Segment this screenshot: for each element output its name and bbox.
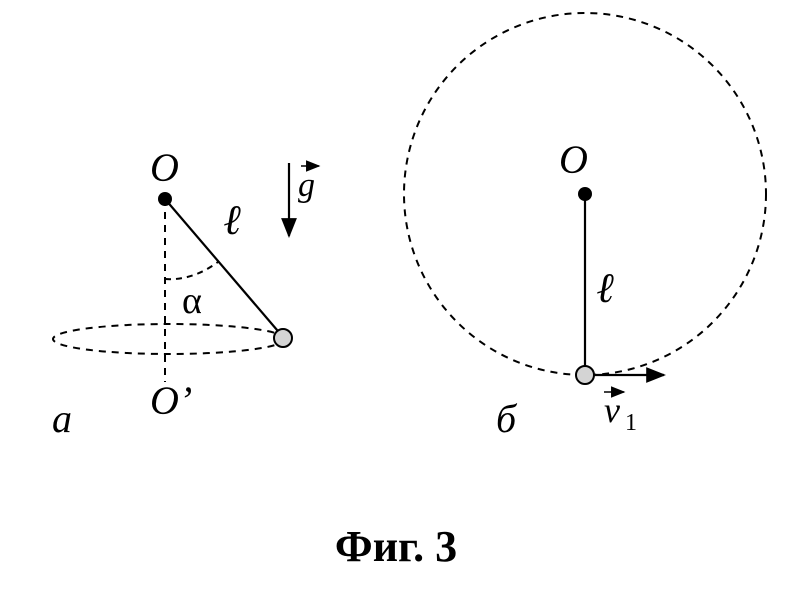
pendulum-string [164, 198, 284, 338]
pendulum-bob [273, 328, 293, 348]
velocity-v-label: v [604, 390, 620, 430]
panel-b: O ℓ v 1 б [403, 12, 767, 441]
point-o-label: O [150, 145, 179, 190]
length-l-label: ℓ [224, 198, 242, 244]
center-point [578, 187, 592, 201]
panel-b-label: б [496, 396, 518, 441]
gravity-g-label: g [298, 167, 315, 204]
angle-alpha-label: α [182, 280, 202, 322]
panel-a-label: а [52, 396, 72, 441]
pivot-point [158, 192, 172, 206]
velocity-subscript: 1 [625, 410, 637, 436]
length-l-label-b: ℓ [597, 266, 615, 312]
figure-caption: Фиг. 3 [335, 522, 457, 571]
angle-arc [164, 261, 219, 281]
conical-orbit-ellipse [52, 323, 286, 355]
pendulum-bob-b [575, 365, 595, 385]
center-o-label: O [559, 137, 588, 182]
panel-a: O O’ ℓ α g а [52, 145, 321, 441]
point-o-prime-label: O’ [150, 378, 192, 423]
vertical-circle-trajectory [403, 12, 767, 376]
